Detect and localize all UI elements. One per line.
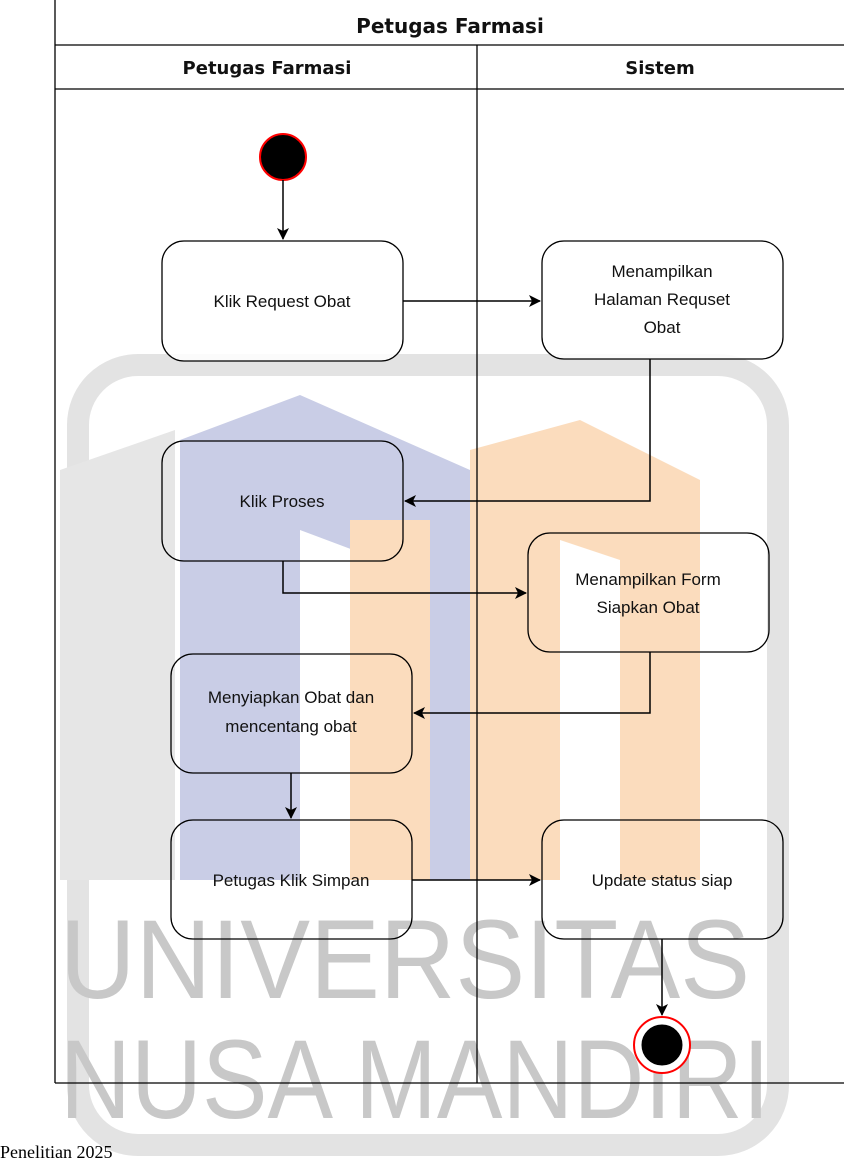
action-klik-proses: Klik Proses bbox=[161, 440, 404, 562]
watermark-orange-shape-right bbox=[470, 420, 700, 880]
watermark-gray-shape bbox=[60, 430, 175, 880]
action-label: Klik Request Obat bbox=[213, 292, 350, 311]
watermark-logo bbox=[60, 354, 789, 1156]
action-label: Petugas Klik Simpan bbox=[213, 871, 370, 890]
action-label: Klik Proses bbox=[239, 492, 324, 511]
edge-halaman-to-proses bbox=[404, 359, 651, 507]
action-label: Obat bbox=[644, 318, 681, 337]
action-menampilkan-form: Menampilkan Form Siapkan Obat bbox=[527, 532, 770, 653]
action-menampilkan-halaman: Menampilkan Halaman Requset Obat bbox=[541, 240, 784, 360]
watermark-orange-shape bbox=[350, 520, 430, 880]
action-klik-request-obat: Klik Request Obat bbox=[161, 240, 404, 362]
action-label: Menampilkan Form bbox=[575, 570, 721, 589]
action-petugas-klik-simpan: Petugas Klik Simpan bbox=[170, 819, 413, 940]
action-update-status: Update status siap bbox=[541, 819, 784, 940]
figure-caption: Penelitian 2025 bbox=[0, 1142, 113, 1162]
lane-header-sistem: Sistem bbox=[625, 58, 694, 79]
action-menyiapkan-obat: Menyiapkan Obat dan mencentang obat bbox=[170, 653, 413, 774]
watermark-line1: UNIVERSITAS bbox=[60, 897, 750, 1022]
edge-proses-to-form bbox=[282, 561, 527, 599]
action-label: Menyiapkan Obat dan bbox=[208, 688, 374, 707]
action-label: Menampilkan bbox=[611, 262, 712, 281]
action-label: Halaman Requset bbox=[594, 290, 730, 309]
end-node bbox=[633, 1016, 691, 1074]
edge-form-to-menyiapkan bbox=[413, 652, 651, 719]
action-label: mencentang obat bbox=[225, 717, 357, 736]
action-label: Siapkan Obat bbox=[596, 598, 699, 617]
pool-title: Petugas Farmasi bbox=[356, 14, 544, 38]
lane-header-petugas: Petugas Farmasi bbox=[183, 58, 352, 79]
start-node bbox=[259, 133, 307, 181]
action-label: Update status siap bbox=[592, 871, 733, 890]
swimlane-pool bbox=[54, 0, 844, 1084]
